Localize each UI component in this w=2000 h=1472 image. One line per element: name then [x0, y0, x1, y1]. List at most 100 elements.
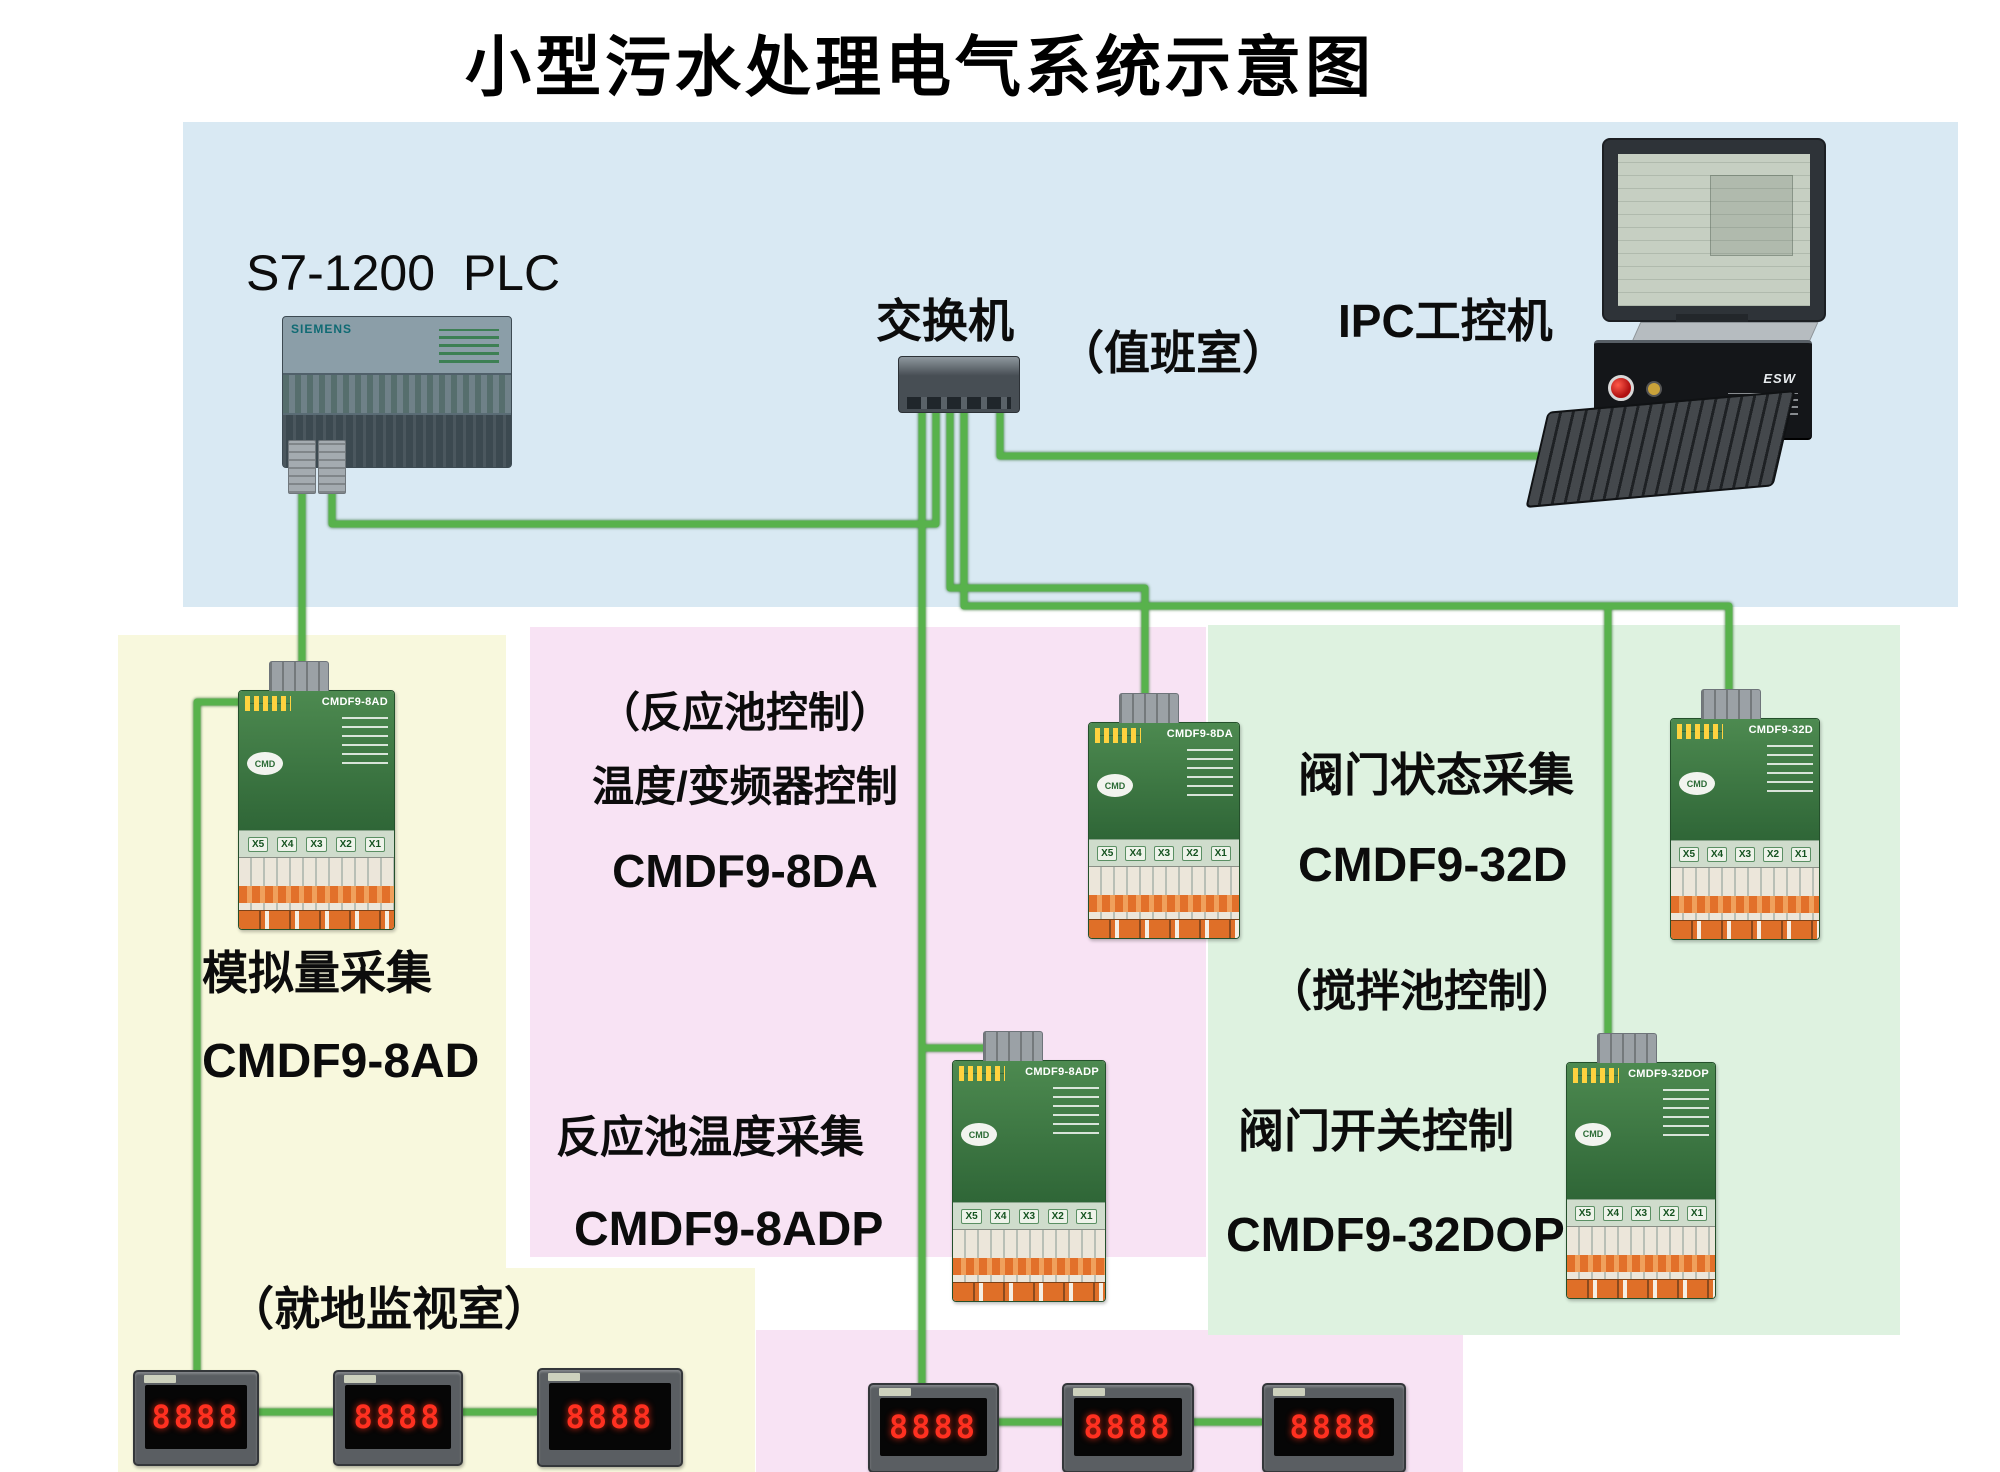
panel-meter-3: 8888	[537, 1368, 683, 1467]
terminal-connectors	[1089, 919, 1239, 938]
plc-led-block	[439, 329, 499, 363]
module-body: CMDF9-8ADP CMD	[953, 1061, 1105, 1202]
meter-digits: 8888	[1083, 1408, 1173, 1446]
meter-display: 8888	[145, 1385, 247, 1449]
module-body: CMDF9-32DOP CMD	[1567, 1063, 1715, 1199]
meter-digits: 8888	[888, 1408, 979, 1446]
local-monitor-room-label: （就地监视室）	[228, 1283, 550, 1335]
io-module-cmdf9-8ad: CMDF9-8AD CMD X5 X4 X3 X2 X1	[238, 661, 395, 930]
terminal-group-label: X2	[1182, 845, 1203, 861]
terminal-group-label: X5	[247, 836, 269, 852]
meter-digits: 8888	[353, 1398, 443, 1436]
terminal-connectors	[239, 910, 394, 929]
terminal-group-labels: X5 X4 X3 X2 X1	[239, 830, 394, 857]
terminal-connectors	[953, 1282, 1105, 1301]
module-brand-leds	[1573, 1068, 1619, 1083]
terminal-group-label: X3	[1153, 845, 1175, 861]
analog-function-label: 模拟量采集	[202, 947, 432, 999]
meter-label-sticker	[144, 1375, 176, 1383]
terminal-blocks	[1089, 866, 1239, 919]
module-pin-text	[1187, 749, 1233, 797]
meter-label-sticker	[1073, 1388, 1105, 1396]
terminal-group-label: X4	[277, 836, 298, 852]
terminal-group-label: X3	[306, 836, 327, 852]
module-brand-leds	[245, 696, 291, 711]
panel-meter-4: 8888	[868, 1383, 999, 1472]
valve-status-model-label: CMDF9-32D	[1298, 839, 1568, 892]
analog-model-label: CMDF9-8AD	[202, 1035, 480, 1088]
mixing-room-label: （搅拌池控制）	[1268, 967, 1576, 1016]
module-pin-text	[1663, 1089, 1709, 1137]
terminal-blocks	[1567, 1226, 1715, 1279]
terminal-blocks	[1671, 867, 1819, 920]
module-body: CMDF9-32D CMD	[1671, 719, 1819, 840]
valve-status-function-label: 阀门状态采集	[1298, 749, 1574, 801]
terminal-group-label: X2	[1762, 846, 1784, 862]
meter-digits: 8888	[151, 1398, 241, 1436]
terminal-connectors	[1671, 920, 1819, 939]
module-pin-text	[1053, 1087, 1099, 1135]
plc-terminal-strip	[283, 375, 511, 413]
panel-meter-6: 8888	[1262, 1383, 1406, 1472]
meter-display: 8888	[1274, 1398, 1394, 1456]
terminal-group-label: X1	[1686, 1205, 1708, 1221]
terminal-blocks	[953, 1229, 1105, 1282]
plc-bus-connector-b	[318, 440, 346, 494]
ipc-label: IPC工控机	[1338, 295, 1553, 347]
reaction-temp-model-label: CMDF9-8ADP	[574, 1203, 884, 1256]
emergency-stop-button	[1608, 375, 1634, 401]
cmd-logo: CMD	[1575, 1122, 1611, 1146]
terminal-group-label: X4	[990, 1208, 1011, 1224]
ipc-knob	[1646, 381, 1662, 397]
module-brand-leds	[1677, 724, 1723, 739]
ipc-shelf	[1631, 322, 1819, 342]
module-face-label: CMDF9-32DOP	[1628, 1068, 1709, 1080]
duty-room-label: （值班室）	[1058, 327, 1288, 379]
ipc-monitor	[1602, 138, 1826, 322]
diagram-title: 小型污水处理电气系统示意图	[465, 30, 1375, 104]
module-face-label: CMDF9-32D	[1748, 724, 1813, 736]
meter-digits: 8888	[565, 1397, 655, 1436]
ipc-screen	[1618, 154, 1810, 306]
terminal-group-label: X3	[1018, 1208, 1040, 1224]
terminal-group-label: X5	[1678, 846, 1700, 862]
terminal-group-label: X5	[1574, 1205, 1596, 1221]
cmd-logo: CMD	[961, 1123, 997, 1147]
module-pin-text	[342, 717, 388, 765]
plc-label: S7-1200 PLC	[246, 245, 561, 301]
meter-digits: 8888	[1289, 1408, 1379, 1446]
reaction-room-label: （反应池控制）	[597, 689, 892, 736]
panel-meter-5: 8888	[1062, 1383, 1194, 1472]
terminal-group-label: X2	[335, 836, 356, 852]
panel-meter-1: 8888	[133, 1370, 259, 1466]
terminal-blocks	[239, 857, 394, 910]
terminal-group-label: X3	[1630, 1205, 1652, 1221]
module-body: CMDF9-8AD CMD	[239, 691, 394, 830]
terminal-group-label: X4	[1125, 845, 1146, 861]
terminal-group-labels: X5 X4 X3 X2 X1	[1089, 839, 1239, 866]
module-brand-leds	[959, 1066, 1005, 1081]
valve-control-function-label: 阀门开关控制	[1238, 1105, 1514, 1157]
terminal-group-label: X1	[1210, 845, 1231, 861]
network-switch-device	[898, 356, 1020, 413]
terminal-group-label: X4	[1706, 846, 1728, 862]
terminal-group-label: X2	[1658, 1205, 1680, 1221]
cmd-logo: CMD	[1097, 774, 1133, 798]
meter-label-sticker	[548, 1373, 580, 1381]
plc-top-panel: SIEMENS	[283, 317, 511, 375]
meter-label-sticker	[879, 1388, 911, 1396]
plc-brand-text: SIEMENS	[291, 322, 353, 336]
terminal-group-label: X5	[1097, 845, 1118, 861]
switch-ports	[907, 397, 1011, 409]
valve-control-model-label: CMDF9-32DOP	[1226, 1209, 1565, 1262]
terminal-group-label: X1	[364, 836, 386, 852]
terminal-connectors	[1567, 1279, 1715, 1298]
